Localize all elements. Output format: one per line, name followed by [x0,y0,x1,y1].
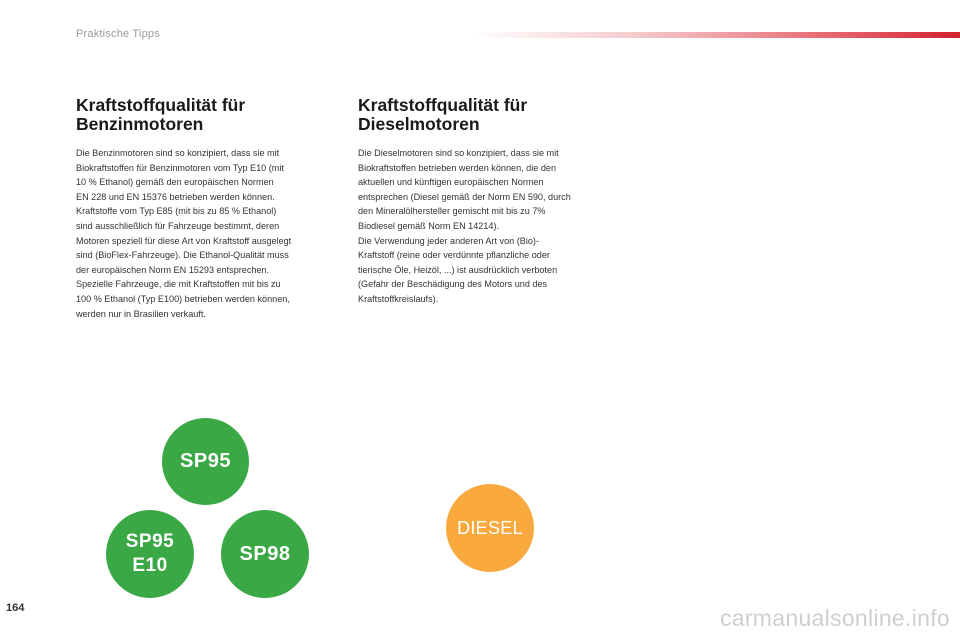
sp98-label: SP98 [239,542,291,565]
text-line: den Mineralölhersteller gemischt mit bis… [358,206,546,217]
sp95-e10-label-line1: SP95 [125,531,175,553]
text-line: Kraftstoffe vom Typ E85 (mit bis zu 85 %… [76,206,277,217]
text-line: Die Dieselmotoren sind so konzipiert, da… [358,148,559,158]
petrol-fuel-section: Kraftstoffqualität für Benzinmotoren Die… [76,96,338,321]
petrol-heading: Kraftstoffqualität für Benzinmotoren [76,96,338,134]
diesel-heading-line1: Kraftstoffqualität für [358,95,528,115]
text-line: der europäischen Norm EN 15293 entsprech… [76,264,270,275]
diesel-fuel-section: Kraftstoffqualität für Dieselmotoren Die… [358,96,620,307]
sp95-e10-fuel-badge: SP95 E10 [106,510,194,598]
text-line: Motoren speziell für diese Art von Kraft… [76,235,292,246]
petrol-body: Die Benzinmotoren sind so konzipiert, da… [76,146,338,321]
text-line: EN 228 und EN 15376 betrieben werden kön… [76,191,275,202]
watermark: carmanualsonline.info [719,605,950,631]
sp95-e10-label-line2: E10 [132,555,168,576]
sp98-fuel-badge: SP98 [221,510,309,598]
section-title: Praktische Tipps [76,28,160,40]
text-line: Biokraftstoffen für Benzinmotoren vom Ty… [76,162,284,173]
text-line: Die Benzinmotoren sind so konzipiert, da… [76,148,280,158]
sp95-label: SP95 [180,450,231,472]
petrol-heading-line1: Kraftstoffqualität für [76,95,246,115]
sp95-fuel-badge: SP95 [162,418,249,505]
diesel-fuel-badge: DIESEL [446,484,534,572]
diesel-label: DIESEL [457,517,523,538]
text-line: Biokraftstoffen betrieben werden können,… [358,162,557,173]
text-line: 100 % Ethanol (Typ E100) betrieben werde… [76,293,290,304]
text-line: 10 % Ethanol) gemäß den europäischen Nor… [76,177,274,188]
text-line: aktuellen und künftigen europäischen Nor… [358,177,544,188]
text-line: (Gefahr der Beschädigung des Motors und … [358,279,548,290]
text-line: Die Verwendung jeder anderen Art von (Bi… [358,235,539,246]
text-line: Biodiesel gemäß Norm EN 14214). [358,220,500,231]
diesel-body: Die Dieselmotoren sind so konzipiert, da… [358,146,620,307]
header-accent-bar [470,32,960,38]
text-line: sind (BioFlex-Fahrzeuge). Die Ethanol-Qu… [76,250,289,261]
text-line: werden nur in Brasilien verkauft. [76,308,206,319]
petrol-heading-line2: Benzinmotoren [76,114,204,134]
diesel-heading: Kraftstoffqualität für Dieselmotoren [358,96,620,134]
text-line: Spezielle Fahrzeuge, die mit Kraftstoffe… [76,279,281,290]
text-line: tierische Öle, Heizöl, ...) ist ausdrück… [358,264,558,275]
page-number: 164 [6,602,25,614]
diesel-heading-line2: Dieselmotoren [358,114,480,134]
text-line: entsprechen (Diesel gemäß der Norm EN 59… [358,191,571,202]
text-line: Kraftstoff (reine oder verdünnte pflanzl… [358,250,550,261]
text-line: Kraftstoffkreislaufs). [358,293,439,304]
text-line: sind ausschließlich für Fahrzeuge bestim… [76,220,280,231]
